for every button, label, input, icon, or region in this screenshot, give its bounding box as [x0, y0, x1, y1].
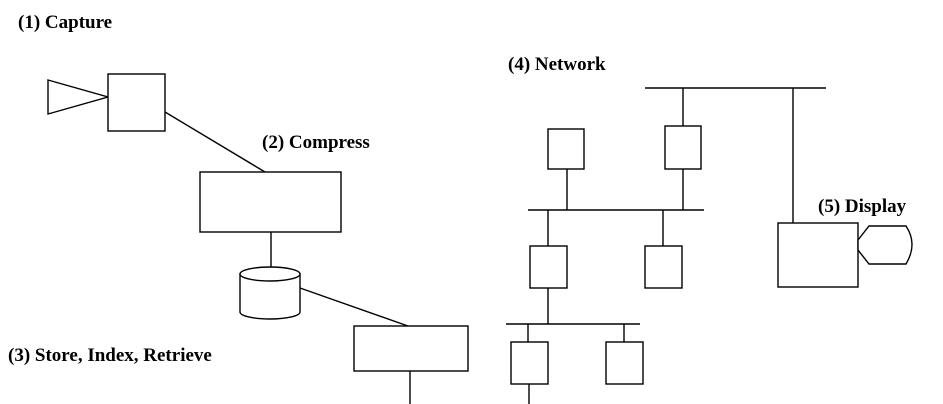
- network-node: [547, 128, 585, 170]
- capture-compress-connector: [164, 111, 266, 173]
- display-screen-icon: [857, 225, 913, 265]
- network-node: [644, 245, 683, 289]
- network-node: [605, 341, 644, 385]
- network-topology: [506, 87, 826, 404]
- camera-lens-icon: [47, 79, 111, 115]
- store-label: (3) Store, Index, Retrieve: [8, 345, 212, 366]
- camera-body: [107, 73, 166, 132]
- display-monitor: [777, 222, 859, 288]
- retrieve-box: [353, 325, 469, 372]
- network-node: [510, 341, 549, 385]
- display-label: (5) Display: [818, 196, 907, 217]
- network-label: (4) Network: [508, 54, 606, 75]
- storage-cylinder-icon: [239, 266, 301, 320]
- capture-label: (1) Capture: [18, 12, 112, 33]
- compress-label: (2) Compress: [262, 132, 370, 153]
- compress-box: [199, 171, 342, 233]
- network-node: [529, 245, 568, 289]
- network-node: [664, 125, 702, 170]
- storage-retrieve-connector: [299, 287, 409, 327]
